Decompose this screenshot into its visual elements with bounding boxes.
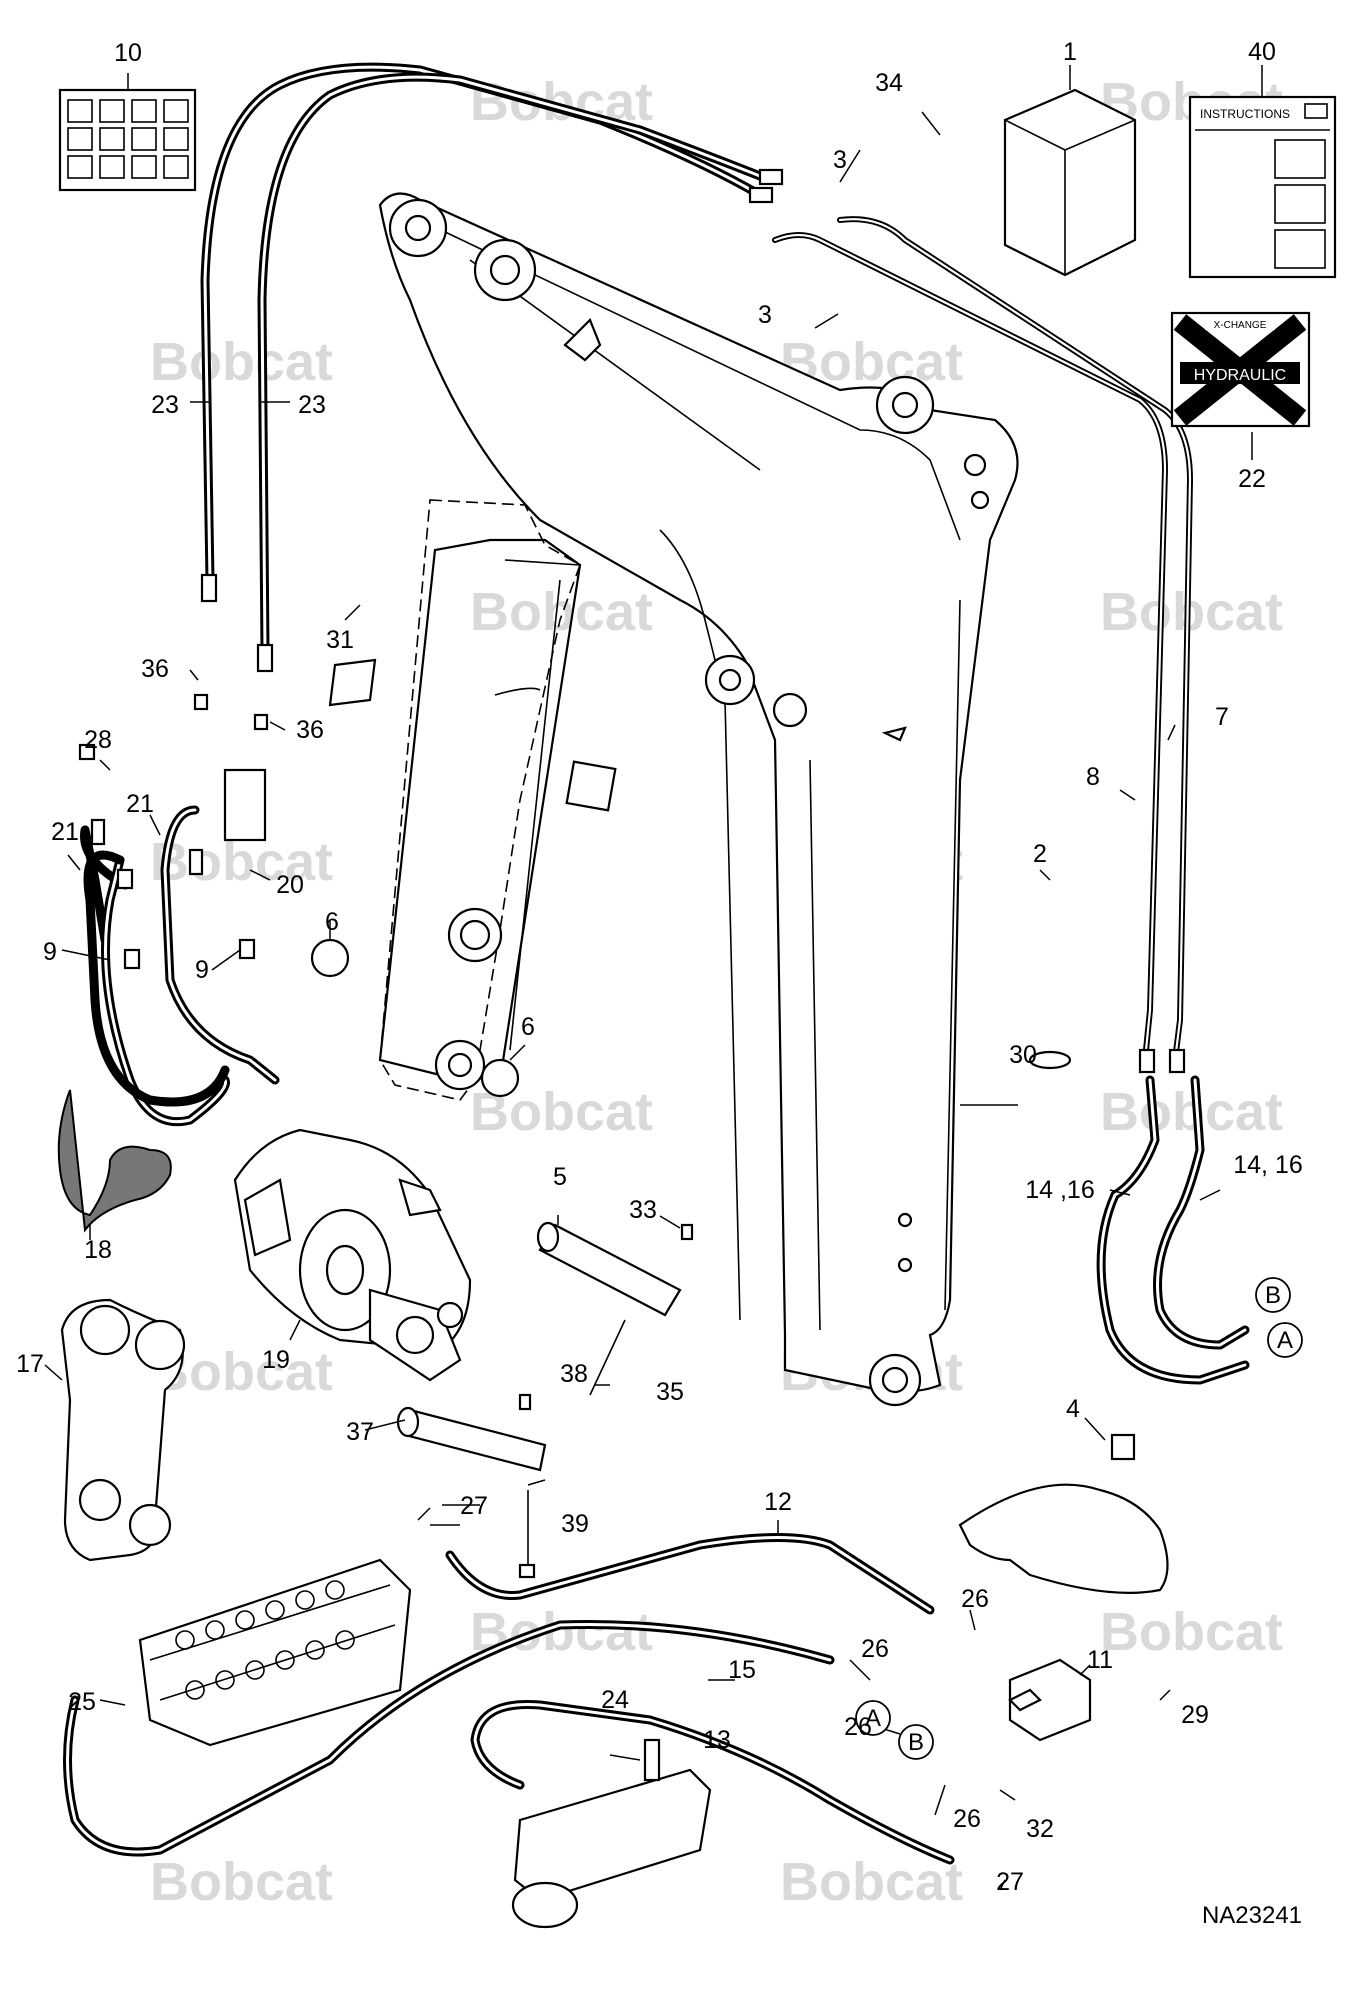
callout-label: 21 bbox=[126, 790, 154, 818]
decal-top-label: X-CHANGE bbox=[1214, 320, 1267, 331]
watermark: Bobcat bbox=[1100, 1602, 1283, 1662]
diverter-block bbox=[511, 1658, 1092, 1929]
callout-label: 10 bbox=[114, 39, 142, 67]
boom bbox=[378, 192, 1019, 1407]
callout-label: 32 bbox=[1026, 1815, 1054, 1843]
callout-label: 33 bbox=[629, 1196, 657, 1224]
callout-label: 17 bbox=[16, 1350, 44, 1378]
watermark: Bobcat bbox=[150, 832, 333, 892]
arm bbox=[328, 499, 617, 1101]
callout-label: 20 bbox=[276, 871, 304, 899]
callout-label: 8 bbox=[1086, 763, 1100, 791]
box bbox=[1003, 88, 1137, 277]
callout-label: 23 bbox=[151, 391, 179, 419]
callout-label: 26 bbox=[961, 1585, 989, 1613]
instructions-manual: INSTRUCTIONS bbox=[1188, 95, 1337, 279]
port-label-b: B bbox=[908, 1729, 924, 1756]
hoses-14-16 bbox=[1096, 1075, 1250, 1385]
callout-label: 40 bbox=[1248, 38, 1276, 66]
callout-label: 4 bbox=[1066, 1395, 1080, 1423]
callout-label: 2 bbox=[1033, 840, 1047, 868]
instructions-label: INSTRUCTIONS bbox=[1200, 107, 1290, 121]
callout-label: 25 bbox=[68, 1688, 96, 1716]
callout-label: 3 bbox=[758, 301, 772, 329]
x-change-decal: HYDRAULIC X-CHANGE bbox=[1170, 311, 1311, 428]
callout-label: 12 bbox=[764, 1488, 792, 1516]
port-label-a: A bbox=[865, 1705, 881, 1732]
callout-label: 29 bbox=[1181, 1701, 1209, 1729]
callout-label: 26 bbox=[953, 1805, 981, 1833]
hoses-23 bbox=[200, 62, 784, 673]
callout-label: 7 bbox=[1215, 703, 1229, 731]
callout-label: 22 bbox=[1238, 465, 1266, 493]
steel-tubes bbox=[772, 216, 1193, 1074]
callout-label: 14, 16 bbox=[1233, 1151, 1303, 1179]
callout-label: 14 ,16 bbox=[1025, 1176, 1095, 1204]
callout-label: 28 bbox=[84, 726, 112, 754]
callout-label: 30 bbox=[1009, 1041, 1037, 1069]
callout-label: 27 bbox=[996, 1868, 1024, 1896]
control-valve bbox=[138, 1558, 412, 1747]
callout-label: 21 bbox=[51, 818, 79, 846]
callout-label: 38 bbox=[560, 1360, 588, 1388]
callout-label: 6 bbox=[521, 1013, 535, 1041]
callout-label: 35 bbox=[656, 1378, 684, 1406]
callout-label: 39 bbox=[561, 1510, 589, 1538]
callout-label: 11 bbox=[1087, 1646, 1113, 1674]
cover bbox=[958, 1433, 1169, 1594]
callout-label: 15 bbox=[728, 1656, 756, 1684]
callout-label: 36 bbox=[296, 716, 324, 744]
watermark: Bobcat bbox=[1100, 582, 1283, 642]
port-label-b: B bbox=[1265, 1282, 1281, 1309]
callout-label: 9 bbox=[43, 938, 57, 966]
port-label-a: A bbox=[1277, 1327, 1293, 1354]
port-markers: B A A B bbox=[855, 1277, 1303, 1760]
callout-label: 18 bbox=[84, 1236, 112, 1264]
instruction-sheet bbox=[58, 88, 197, 192]
callout-label: 37 bbox=[346, 1418, 374, 1446]
callouts: 1 2 3 3 4 5 6 6 7 8 9 9 10 11 12 13 14, … bbox=[16, 38, 1303, 1896]
watermark: Bobcat bbox=[150, 1852, 333, 1912]
lower-hoses bbox=[63, 1533, 955, 1865]
pins bbox=[396, 1221, 694, 1579]
callout-label: 1 bbox=[1063, 38, 1077, 66]
watermark: Bobcat bbox=[470, 582, 653, 642]
callout-label: 9 bbox=[195, 956, 209, 984]
callout-label: 3 bbox=[833, 146, 847, 174]
decal-band-label: HYDRAULIC bbox=[1194, 367, 1286, 384]
fittings bbox=[78, 693, 1072, 1712]
callout-label: 19 bbox=[262, 1346, 290, 1374]
callout-label: 34 bbox=[875, 69, 903, 97]
callout-label: 23 bbox=[298, 391, 326, 419]
watermark: Bobcat bbox=[150, 332, 333, 392]
callout-label: 6 bbox=[325, 908, 339, 936]
watermark: Bobcat bbox=[780, 1852, 963, 1912]
callout-label: 27 bbox=[460, 1492, 488, 1520]
left-hoses bbox=[57, 805, 280, 1233]
callout-label: 5 bbox=[553, 1163, 567, 1191]
callout-label: 31 bbox=[326, 626, 354, 654]
callout-label: 26 bbox=[861, 1635, 889, 1663]
callout-label: 26 bbox=[844, 1713, 872, 1741]
callout-label: 36 bbox=[141, 655, 169, 683]
callout-label: 13 bbox=[703, 1726, 731, 1754]
link bbox=[60, 1298, 186, 1562]
tilt-assembly bbox=[233, 1128, 472, 1382]
drawing-number: NA23241 bbox=[1202, 1902, 1302, 1929]
callout-label: 24 bbox=[601, 1686, 629, 1714]
